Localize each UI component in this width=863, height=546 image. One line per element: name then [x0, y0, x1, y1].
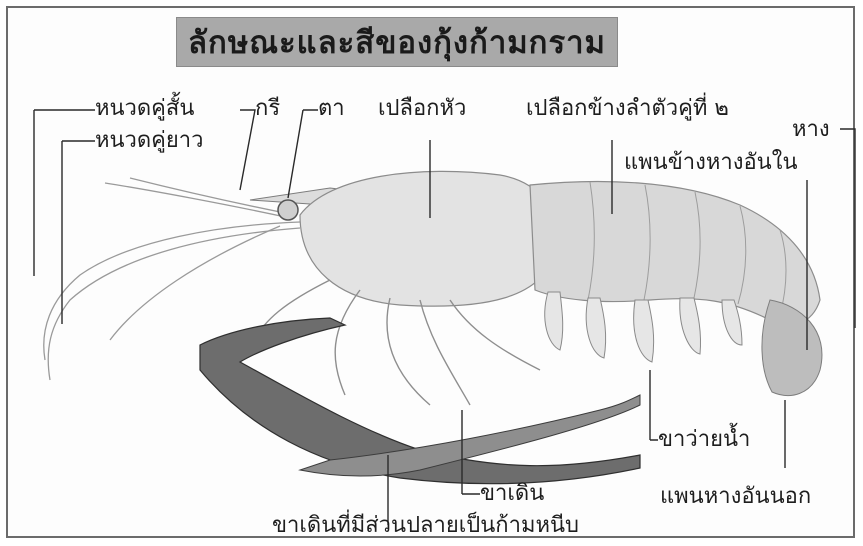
- label-rostrum: กรี: [255, 96, 280, 122]
- label-short-antenna: หนวดคู่สั้น: [95, 96, 194, 122]
- label-swimmeret: ขาว่ายน้ำ: [658, 427, 750, 453]
- label-eye: ตา: [318, 96, 345, 122]
- eye-drawing: [278, 200, 298, 220]
- label-inner-uropod: แพนข้างหางอันใน: [624, 150, 798, 176]
- label-long-antenna: หนวดคู่ยาว: [95, 128, 204, 154]
- page-title: ลักษณะและสีของกุ้งก้ามกราม: [188, 17, 606, 67]
- title-banner: ลักษณะและสีของกุ้งก้ามกราม: [176, 17, 618, 67]
- carapace-drawing: [300, 171, 556, 306]
- label-cheliped: ขาเดินที่มีส่วนปลายเป็นก้ามหนีบ: [272, 513, 579, 539]
- label-tail: หาง: [792, 117, 830, 143]
- swimmerets-drawing: [545, 292, 742, 362]
- label-outer-uropod: แพนหางอันนอก: [660, 484, 811, 510]
- label-carapace: เปลือกหัว: [378, 96, 466, 122]
- label-walking-leg: ขาเดิน: [480, 481, 544, 507]
- label-second-pleuron: เปลือกข้างลำตัวคู่ที่ ๒: [526, 96, 729, 122]
